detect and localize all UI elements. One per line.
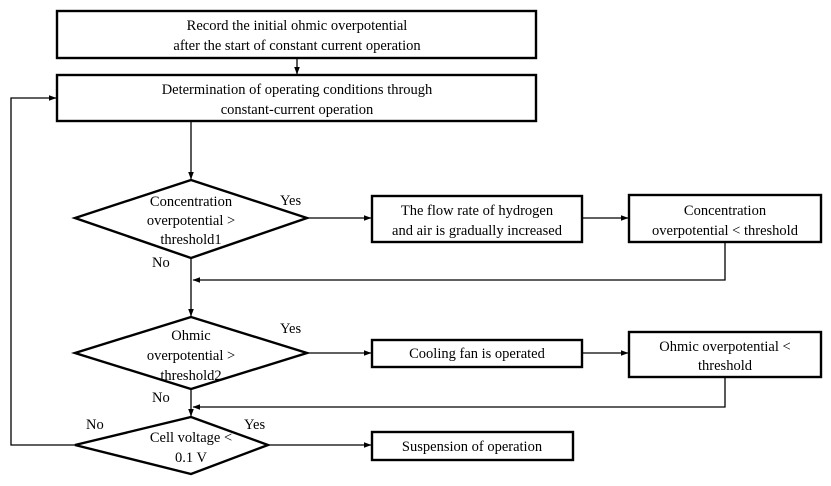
decision-ohmic-line3: threshold2 bbox=[160, 368, 221, 384]
decision-voltage-line2: 0.1 V bbox=[175, 450, 207, 466]
label-conc-no: No bbox=[152, 255, 170, 271]
node-ohmic-below-line1: Ohmic overpotential < bbox=[659, 339, 790, 355]
node-flow-increase: The flow rate of hydrogen and air is gra… bbox=[370, 194, 584, 244]
node-record-line2: after the start of constant current oper… bbox=[173, 38, 421, 54]
node-suspension-text: Suspension of operation bbox=[402, 439, 543, 455]
edge-ohmic-below-return bbox=[192, 378, 726, 410]
connectors bbox=[10, 58, 726, 448]
label-ohmic-no: No bbox=[152, 390, 170, 406]
node-flow-line1: The flow rate of hydrogen bbox=[401, 203, 554, 219]
node-decision-voltage: Cell voltage < 0.1 V bbox=[74, 415, 272, 476]
edge-voltage-no-loop bbox=[10, 95, 75, 446]
node-record: Record the initial ohmic overpotential a… bbox=[55, 9, 538, 60]
node-decision-ohmic: Ohmic overpotential > threshold2 bbox=[70, 315, 312, 391]
decision-ohmic-line1: Ohmic bbox=[171, 328, 210, 344]
node-determine-line1: Determination of operating conditions th… bbox=[162, 82, 433, 98]
decision-conc-line2: overpotential > bbox=[147, 213, 235, 229]
edge-conc-below-return bbox=[192, 243, 726, 283]
node-concentration-below: Concentration overpotential < threshold bbox=[627, 193, 823, 244]
node-determine: Determination of operating conditions th… bbox=[55, 73, 538, 123]
node-cooling-fan: Cooling fan is operated bbox=[370, 338, 584, 369]
node-conc-below-line2: overpotential < threshold bbox=[652, 223, 799, 239]
node-cooling-fan-text: Cooling fan is operated bbox=[409, 346, 545, 362]
label-ohmic-yes: Yes bbox=[280, 321, 301, 337]
label-voltage-no: No bbox=[86, 417, 104, 433]
node-decision-concentration: Concentration overpotential > threshold1 bbox=[71, 178, 311, 260]
node-conc-below-line1: Concentration bbox=[684, 203, 767, 219]
decision-ohmic-line2: overpotential > bbox=[147, 348, 235, 364]
label-conc-yes: Yes bbox=[280, 193, 301, 209]
decision-voltage-line1: Cell voltage < bbox=[150, 430, 232, 446]
decision-conc-line1: Concentration bbox=[150, 194, 233, 210]
node-ohmic-below: Ohmic overpotential < threshold bbox=[627, 330, 823, 379]
node-suspension: Suspension of operation bbox=[370, 430, 575, 462]
node-flow-line2: and air is gradually increased bbox=[392, 223, 563, 239]
node-record-line1: Record the initial ohmic overpotential bbox=[187, 18, 408, 34]
node-determine-line2: constant-current operation bbox=[221, 102, 374, 118]
node-ohmic-below-line2: threshold bbox=[698, 358, 753, 374]
decision-conc-line3: threshold1 bbox=[160, 232, 221, 248]
label-voltage-yes: Yes bbox=[244, 417, 265, 433]
